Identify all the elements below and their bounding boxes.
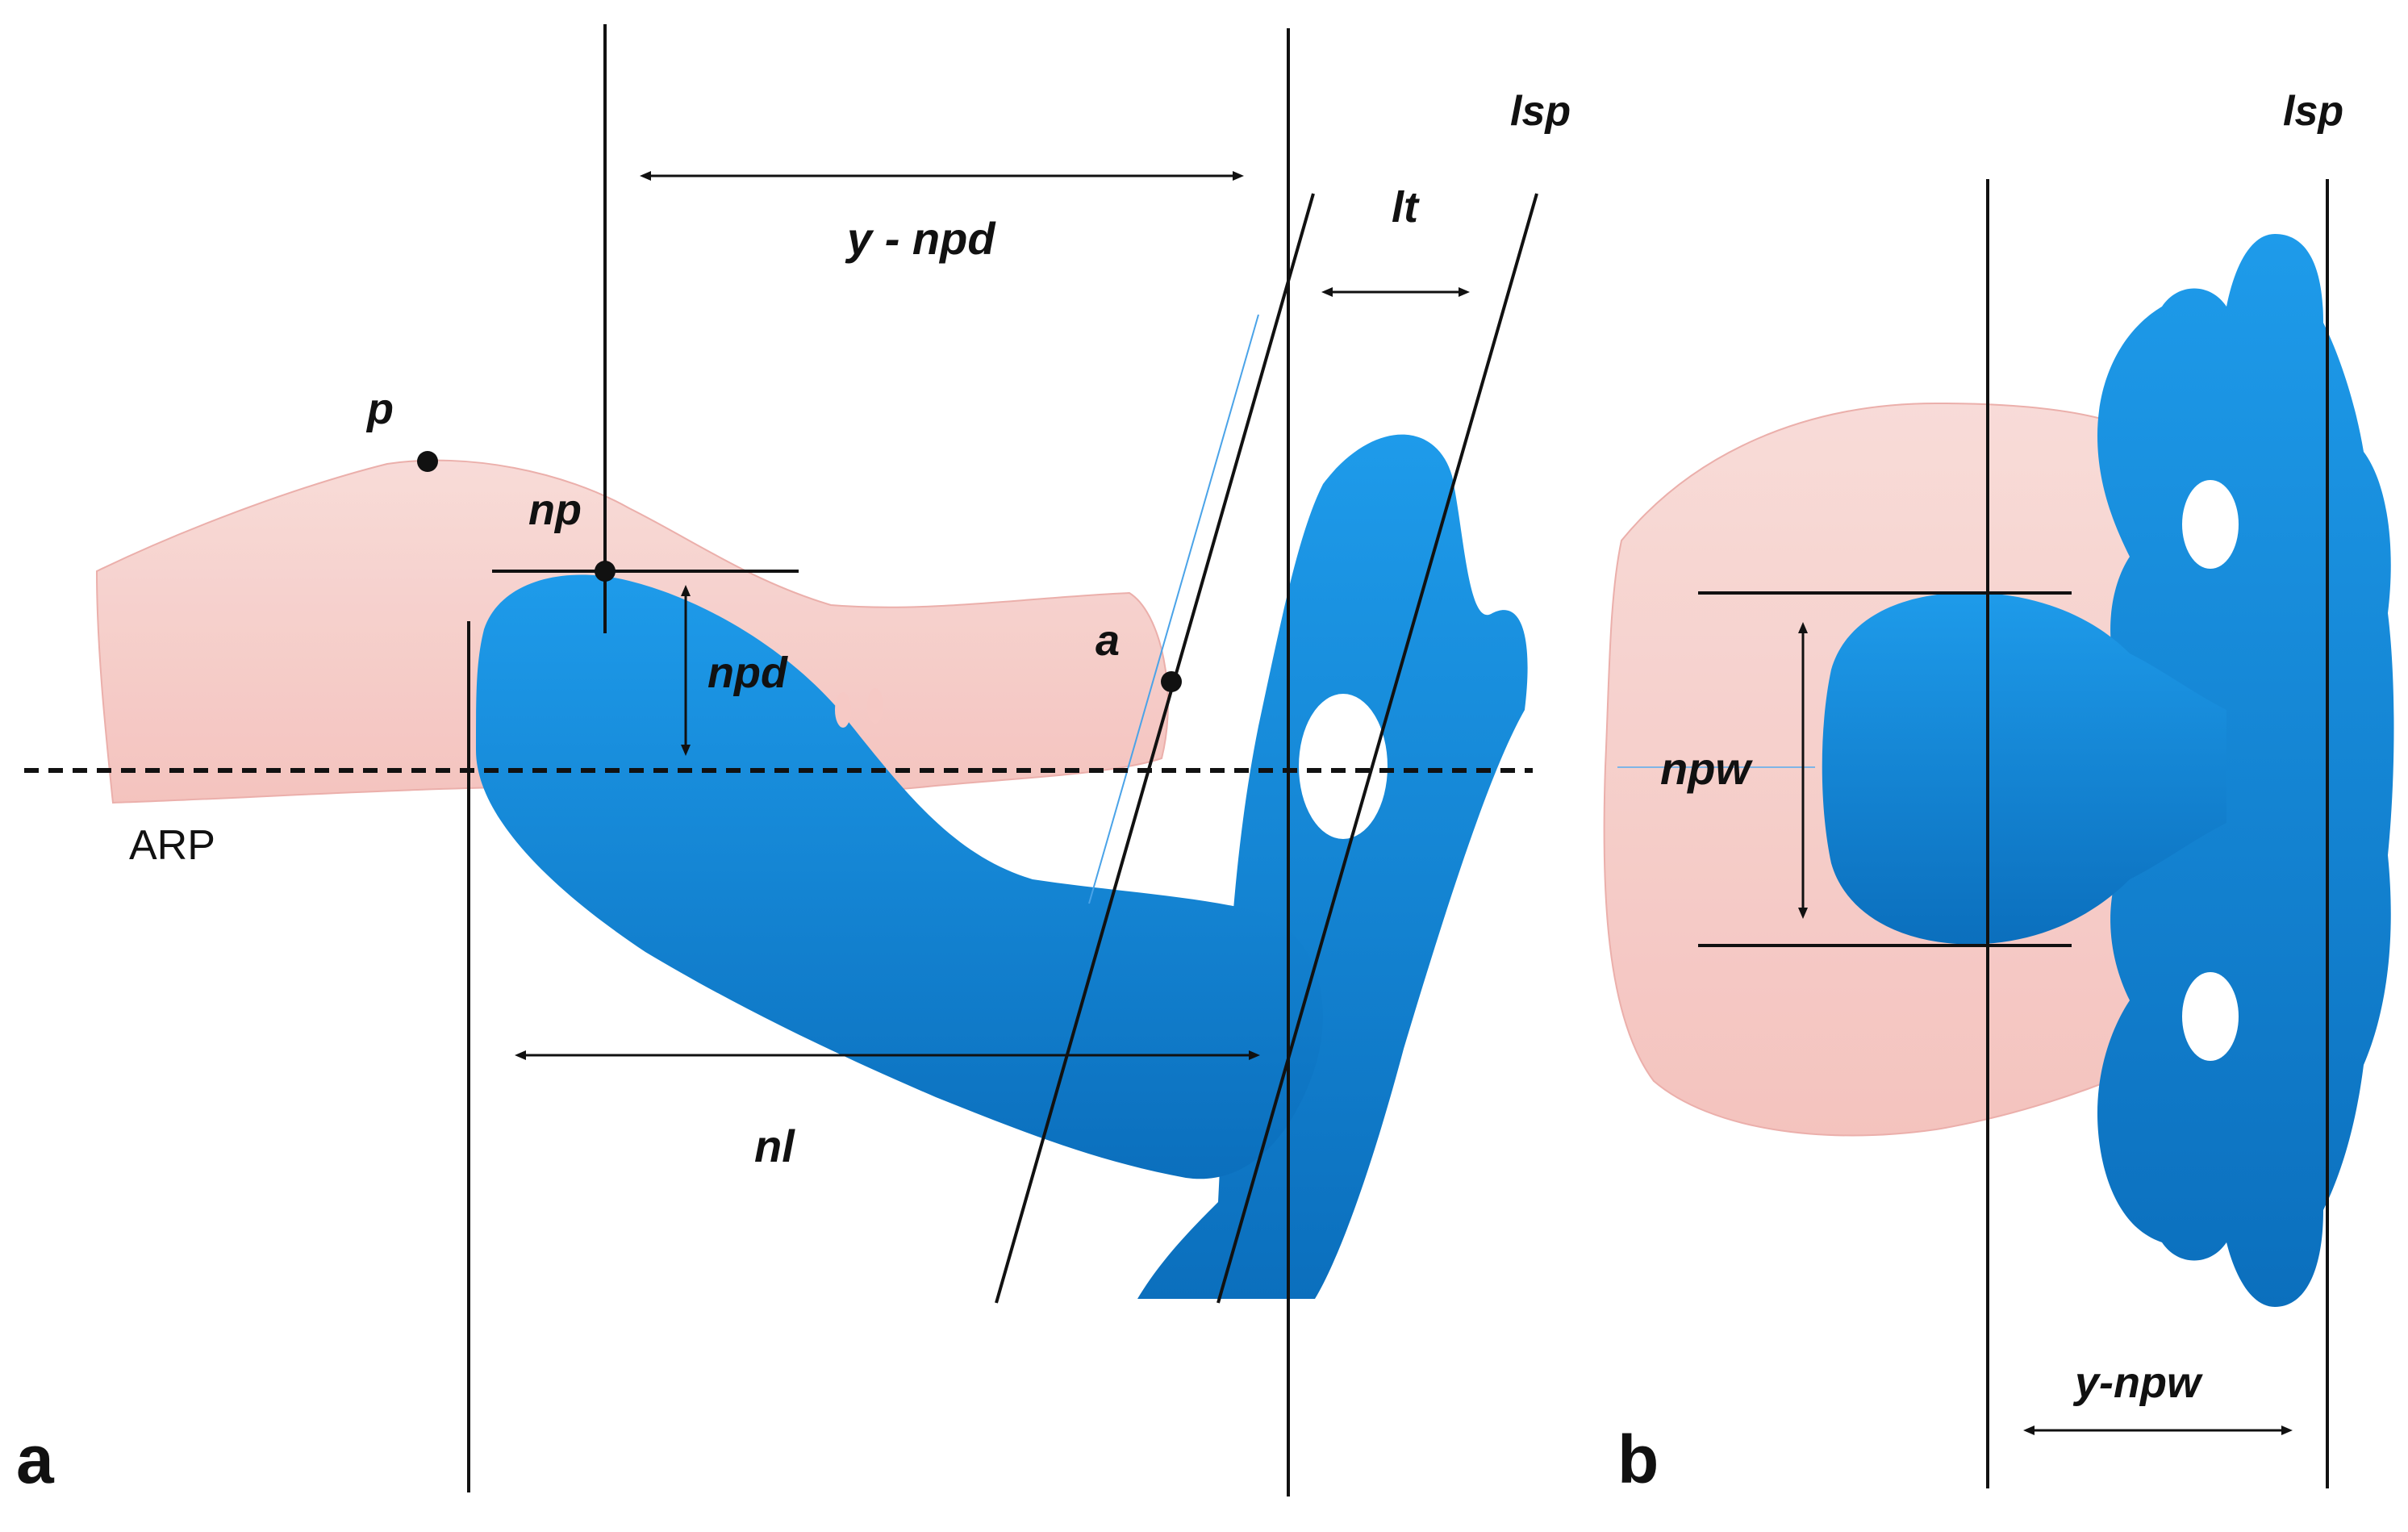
label-lsp-a: lsp xyxy=(1510,88,1571,135)
panel-label-a: a xyxy=(16,1421,55,1497)
label-y-npw: y-npw xyxy=(2072,1359,2203,1407)
nipple-hole-a2 xyxy=(867,688,883,724)
label-p: p xyxy=(365,385,394,433)
label-nl: nl xyxy=(754,1121,795,1171)
panel-label-b: b xyxy=(1617,1421,1659,1497)
shield-shape-b xyxy=(2097,234,2394,1307)
shield-hole-b1 xyxy=(2182,480,2239,569)
label-a-point: a xyxy=(1095,616,1120,665)
shield-hole-b2 xyxy=(2182,972,2239,1061)
line-slant-thin xyxy=(1088,314,1259,904)
line-slant-2 xyxy=(1217,193,1538,1304)
label-np: np xyxy=(528,486,582,534)
panel-b: lsp npw y-npw b xyxy=(1603,88,2394,1497)
label-y-npd: y - npd xyxy=(845,213,996,264)
label-npw: npw xyxy=(1660,743,1753,794)
point-p xyxy=(417,451,438,472)
point-np xyxy=(595,561,616,582)
nipple-hole-a1 xyxy=(835,692,851,728)
line-slant-1 xyxy=(995,193,1315,1304)
label-lt: lt xyxy=(1392,183,1420,232)
point-a xyxy=(1161,671,1182,692)
nipple-shape-b xyxy=(1822,592,2226,945)
label-npd: npd xyxy=(707,649,788,697)
label-lsp-b: lsp xyxy=(2283,88,2343,135)
panel-a: lsp y - npd lt p np npd a ARP nl a xyxy=(16,24,1571,1497)
label-arp: ARP xyxy=(129,822,215,869)
shield-hole-a xyxy=(1299,694,1388,839)
